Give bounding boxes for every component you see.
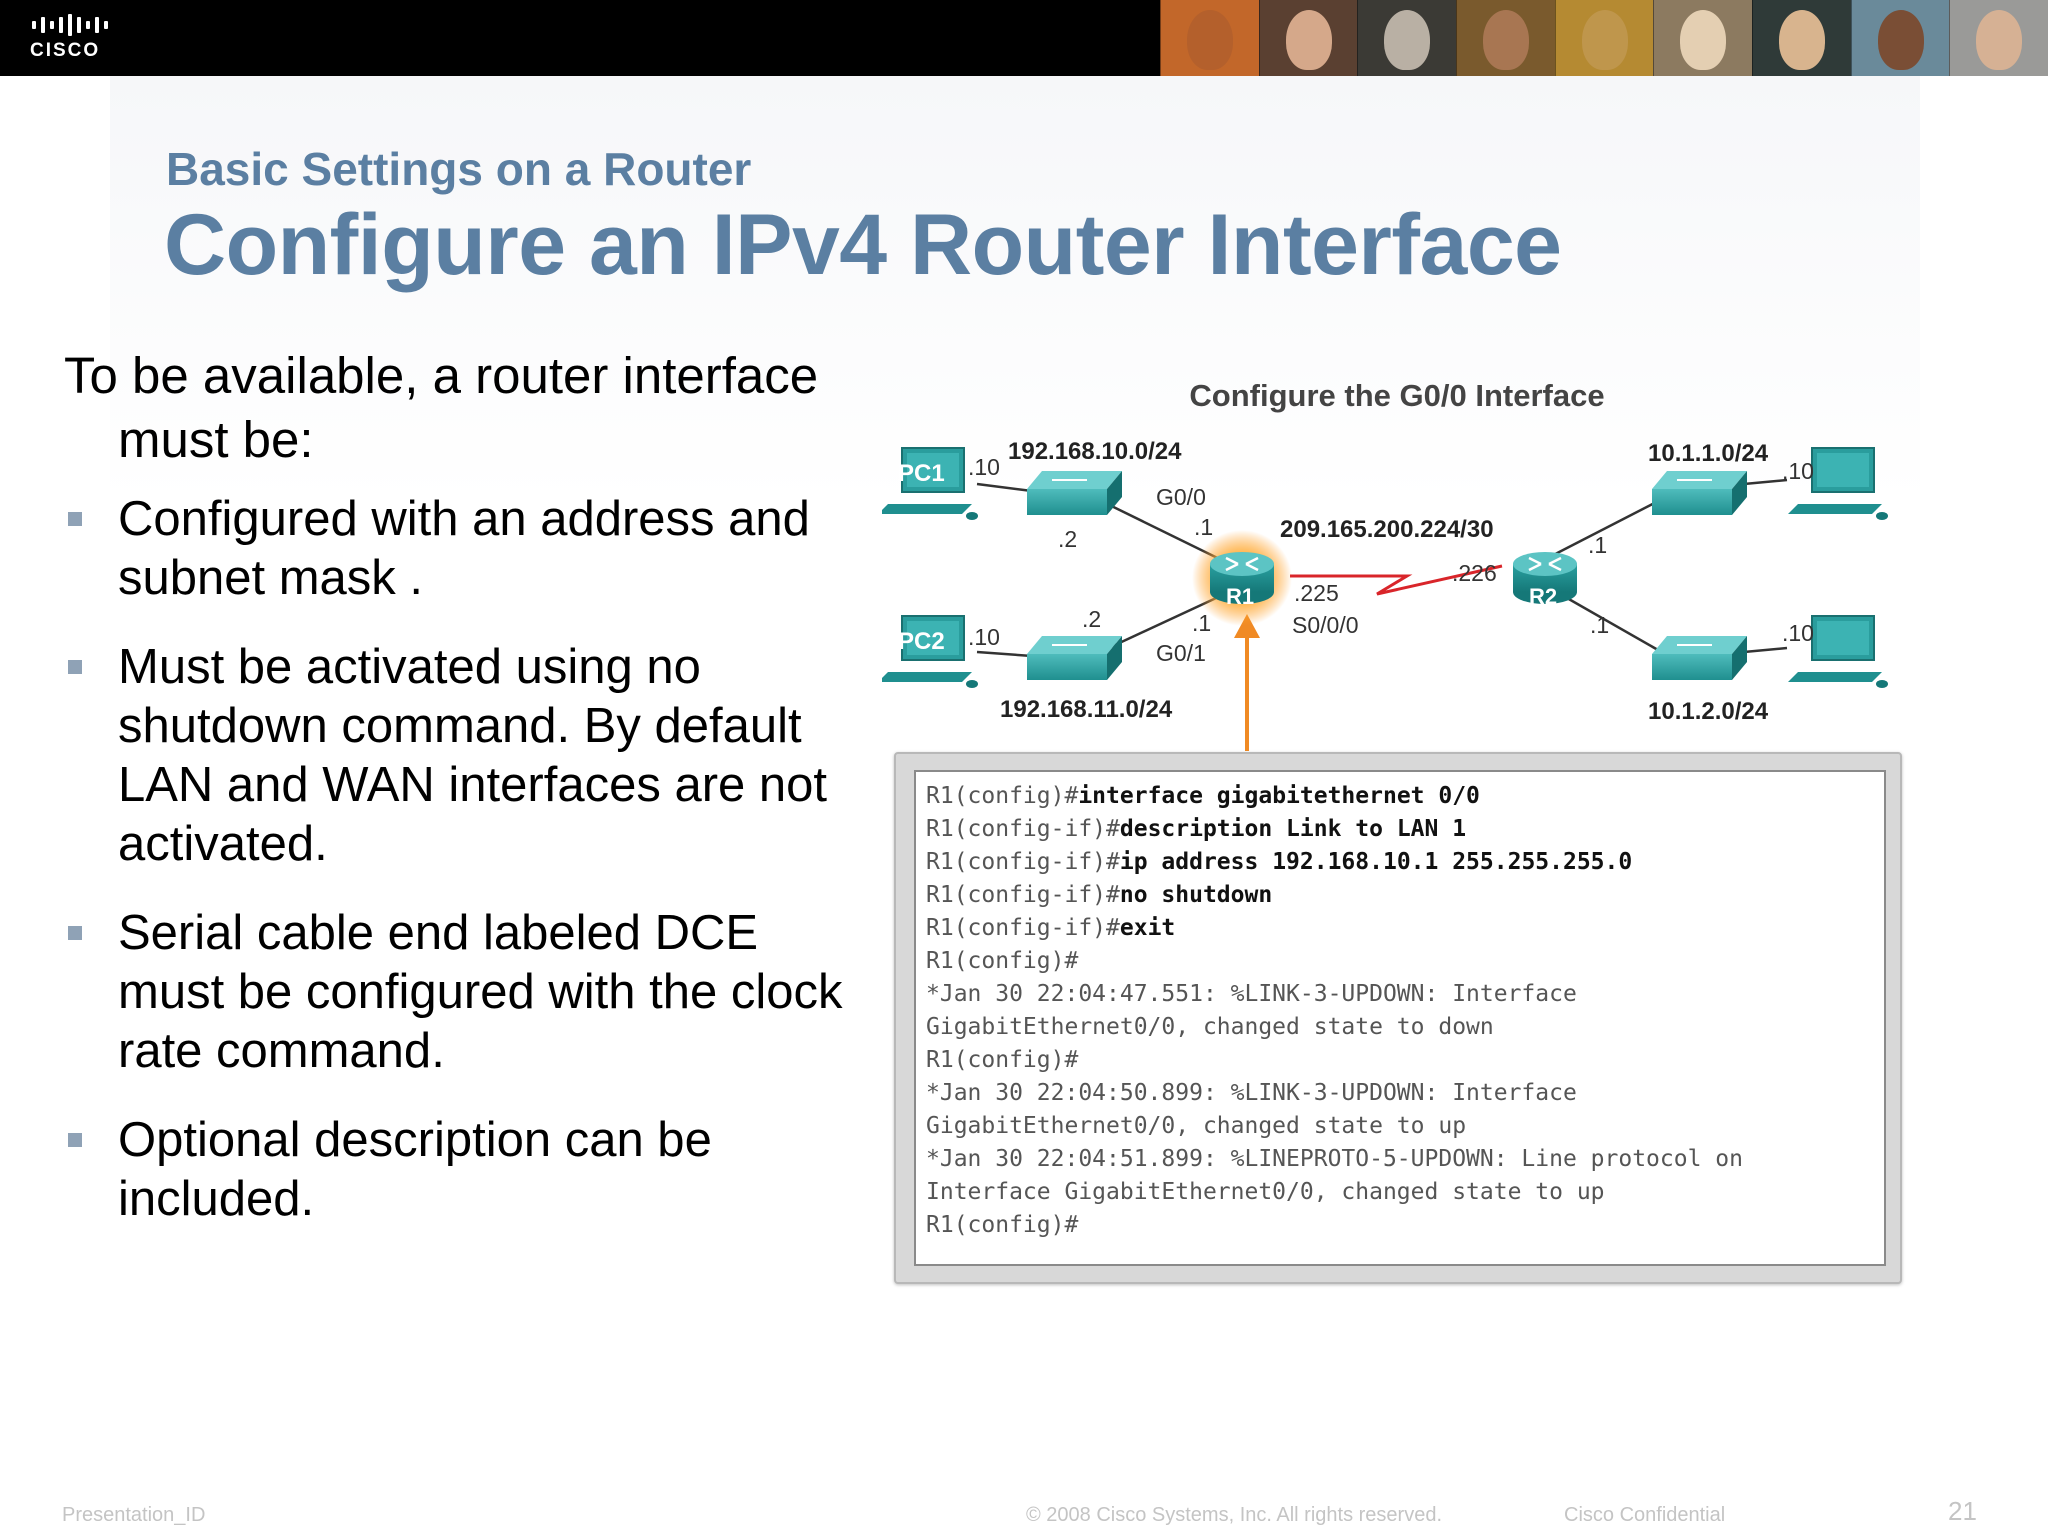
sw2-addr-label: .2 bbox=[1082, 606, 1102, 632]
header-photo bbox=[1554, 0, 1654, 76]
switch-1-icon bbox=[1027, 471, 1122, 515]
bullet-item: Serial cable end labeled DCE must be con… bbox=[64, 904, 854, 1081]
link-sw3-pc3 bbox=[1743, 478, 1788, 486]
header-photo bbox=[1456, 0, 1555, 76]
bullet-square-icon bbox=[68, 660, 82, 674]
cli-line: R1(config-if)#exit bbox=[926, 915, 1176, 941]
cli-output: R1(config)#interface gigabitethernet 0/0… bbox=[914, 770, 1886, 1266]
r1-g00-addr-label: .1 bbox=[1194, 514, 1214, 540]
r1-g01-addr-label: .1 bbox=[1192, 610, 1212, 636]
header-photo bbox=[1752, 0, 1851, 76]
header-photo bbox=[1357, 0, 1457, 76]
intro-text: To be available, a router interface must… bbox=[64, 347, 819, 468]
header-photo bbox=[1949, 0, 2048, 76]
sw1-addr-label: .2 bbox=[1058, 526, 1078, 552]
footer-copyright: © 2008 Cisco Systems, Inc. All rights re… bbox=[1026, 1504, 1443, 1526]
r2-top-addr-label: .1 bbox=[1588, 532, 1608, 558]
network-label-lan2: 192.168.11.0/24 bbox=[1000, 696, 1173, 723]
network-label-wan: 209.165.200.224/30 bbox=[1280, 516, 1494, 543]
switch-3-icon bbox=[1652, 471, 1747, 515]
slide-subtitle: Basic Settings on a Router bbox=[166, 143, 752, 195]
bullet-item: Optional description can be included. bbox=[64, 1111, 854, 1229]
bullet-text: Optional description can be included. bbox=[118, 1113, 712, 1226]
topology-diagram bbox=[882, 447, 1888, 751]
pc4-host-label: .10 bbox=[1782, 620, 1814, 646]
bullet-text: Serial cable end labeled DCE must be con… bbox=[118, 906, 843, 1078]
cli-line: R1(config)# bbox=[926, 948, 1079, 974]
pc3-icon bbox=[1788, 447, 1888, 520]
pointer-arrow-icon bbox=[1234, 614, 1260, 751]
cli-line: GigabitEthernet0/0, changed state to dow… bbox=[926, 1014, 1494, 1040]
r1-label: R1 bbox=[1226, 584, 1255, 609]
footer-presentation-id: Presentation_ID bbox=[62, 1504, 206, 1526]
router-r1-icon bbox=[1192, 530, 1292, 626]
bullet-square-icon bbox=[68, 926, 82, 940]
bullet-square-icon bbox=[68, 512, 82, 526]
cisco-logo-text: CISCO bbox=[30, 40, 101, 61]
page-number: 21 bbox=[1948, 1496, 1977, 1526]
cli-line: Interface GigabitEthernet0/0, changed st… bbox=[926, 1179, 1605, 1205]
cisco-logo: CISCO bbox=[30, 14, 120, 64]
cli-line: R1(config-if)#ip address 192.168.10.1 25… bbox=[926, 849, 1633, 875]
link-pc1-sw1 bbox=[976, 482, 1033, 493]
cli-line: *Jan 30 22:04:47.551: %LINK-3-UPDOWN: In… bbox=[926, 981, 1577, 1007]
router-r2-icon bbox=[1513, 552, 1577, 604]
bullet-list: Configured with an address and subnet ma… bbox=[64, 490, 854, 1229]
pc2-icon bbox=[882, 615, 978, 688]
link-pc2-sw2 bbox=[976, 650, 1033, 658]
switch-2-icon bbox=[1027, 636, 1122, 680]
bullet-text: Must be activated using no shutdown comm… bbox=[118, 640, 828, 871]
pc3-host-label: .10 bbox=[1782, 458, 1814, 484]
pc4-icon bbox=[1788, 615, 1888, 688]
cli-line: *Jan 30 22:04:51.899: %LINEPROTO-5-UPDOW… bbox=[926, 1146, 1743, 1172]
switch-4-icon bbox=[1652, 636, 1747, 680]
r2-label: R2 bbox=[1529, 584, 1558, 609]
r1-g01-label: G0/1 bbox=[1156, 640, 1206, 666]
serial-link bbox=[1290, 564, 1503, 596]
cli-line: R1(config-if)#no shutdown bbox=[926, 882, 1273, 908]
footer-confidential: Cisco Confidential bbox=[1564, 1504, 1726, 1526]
r1-s000-addr-label: .225 bbox=[1294, 580, 1339, 606]
header-photo bbox=[1850, 0, 1950, 76]
cli-line: R1(config-if)#description Link to LAN 1 bbox=[926, 816, 1467, 842]
cli-line: R1(config)#interface gigabitethernet 0/0 bbox=[926, 783, 1480, 809]
slide-title: Configure an IPv4 Router Interface bbox=[164, 197, 1562, 293]
header-photo-strip bbox=[1160, 0, 2048, 76]
cli-line: GigabitEthernet0/0, changed state to up bbox=[926, 1113, 1467, 1139]
figure-title: Configure the G0/0 Interface bbox=[1189, 378, 1605, 413]
pc2-label: PC2 bbox=[898, 628, 945, 655]
bullet-item: Must be activated using no shutdown comm… bbox=[64, 638, 854, 874]
network-label-r2-lan2: 10.1.2.0/24 bbox=[1648, 698, 1769, 725]
bullet-item: Configured with an address and subnet ma… bbox=[64, 490, 854, 608]
r1-g00-label: G0/0 bbox=[1156, 484, 1206, 510]
network-label-r2-lan1: 10.1.1.0/24 bbox=[1648, 440, 1769, 467]
header-bar: CISCO bbox=[0, 0, 2048, 76]
cli-line: R1(config)# bbox=[926, 1212, 1079, 1238]
pc1-host-label: .10 bbox=[968, 454, 1000, 480]
link-sw4-pc4 bbox=[1743, 646, 1788, 654]
pc2-host-label: .10 bbox=[968, 624, 1000, 650]
header-photo bbox=[1653, 0, 1753, 76]
pc1-label: PC1 bbox=[898, 460, 945, 487]
r2-bottom-addr-label: .1 bbox=[1590, 612, 1610, 638]
body-text: To be available, a router interface must… bbox=[64, 344, 854, 1259]
header-photo bbox=[1160, 0, 1259, 76]
bullet-text: Configured with an address and subnet ma… bbox=[118, 492, 810, 605]
r2-serial-addr-label: .226 bbox=[1452, 560, 1497, 586]
cli-output-panel: R1(config)#interface gigabitethernet 0/0… bbox=[894, 752, 1902, 1284]
cli-line: R1(config)# bbox=[926, 1047, 1079, 1073]
cisco-logo-bars-icon bbox=[32, 14, 120, 36]
cli-line: *Jan 30 22:04:50.899: %LINK-3-UPDOWN: In… bbox=[926, 1080, 1577, 1106]
topology-figure: Configure the G0/0 Interface PC1 PC2 R1 … bbox=[882, 356, 1912, 1286]
network-label-lan1: 192.168.10.0/24 bbox=[1008, 438, 1182, 465]
bullet-square-icon bbox=[68, 1133, 82, 1147]
r1-s000-label: S0/0/0 bbox=[1292, 612, 1359, 638]
pc1-icon bbox=[882, 447, 978, 520]
header-photo bbox=[1258, 0, 1358, 76]
